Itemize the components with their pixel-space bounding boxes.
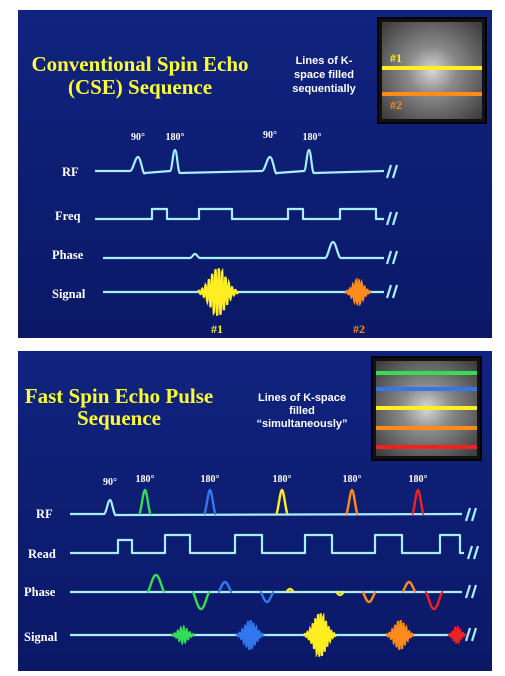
cse-freq-trace (95, 207, 384, 221)
cse-rf-label: RF (62, 165, 79, 179)
fse-rf-label: RF (36, 507, 53, 521)
fse-panel: Fast Spin Echo Pulse Sequence Lines of K… (0, 345, 505, 671)
cse-kspace-label-1: #1 (390, 51, 402, 65)
cse-phase-label: Phase (52, 248, 84, 262)
fse-rf-180-yellow (274, 488, 290, 516)
fse-read-trace (70, 533, 464, 555)
cse-pulse-label-1: 90° (131, 132, 145, 143)
fse-phase-blip-orange (361, 590, 377, 604)
fse-kspace-line-orange (376, 426, 477, 430)
fse-pulse-label-4: 180° (273, 474, 292, 485)
fse-rf-180-orange (344, 488, 360, 516)
cse-title-line1: Conventional Spin Echo (31, 52, 248, 76)
cse-phase-break (385, 250, 399, 265)
cse-note-line2: space filled (294, 69, 354, 81)
fse-kspace-line-yellow (376, 406, 477, 410)
fse-rf-break (464, 507, 478, 522)
fse-pulse-label-2: 180° (136, 474, 155, 485)
cse-signal-label: Signal (52, 287, 86, 301)
cse-signal-break (385, 284, 399, 299)
cse-note-line1: Lines of K- (296, 55, 353, 67)
fse-kspace-line-blue (376, 387, 477, 391)
cse-note-line3: sequentially (292, 83, 356, 95)
fse-kspace-line-green (376, 371, 477, 375)
fse-echo-yellow (303, 612, 337, 658)
fse-phase-rewind-green (191, 590, 211, 611)
fse-kspace-image (371, 356, 482, 461)
fse-rf-trace (70, 498, 463, 517)
fse-title-line1: Fast Spin Echo Pulse (25, 384, 213, 408)
cse-panel: Conventional Spin Echo (CSE) Sequence Li… (18, 10, 492, 338)
fse-read-label: Read (28, 547, 56, 561)
cse-diagram: Conventional Spin Echo (CSE) Sequence Li… (18, 10, 492, 338)
cse-kspace-line-1 (382, 66, 482, 70)
fse-phase-blip-green (146, 573, 166, 594)
cse-echo-2 (344, 277, 372, 307)
cse-rf-break (385, 164, 399, 179)
fse-rf-180-green (137, 488, 153, 516)
cse-echo-1 (197, 267, 239, 317)
fse-phase-blip-yellow (285, 587, 295, 594)
fse-phase-blip-blue (217, 580, 233, 594)
fse-note-line1: Lines of K-space (258, 392, 346, 404)
fse-title-line2: Sequence (77, 406, 161, 430)
cse-kspace-line-2 (382, 92, 482, 96)
cse-pulse-label-4: 180° (303, 132, 322, 143)
fse-echo-orange (385, 619, 415, 651)
fse-note-line3: “simultaneously” (256, 418, 347, 430)
fse-phase-label: Phase (24, 585, 56, 599)
fse-phase-rewind-orange (401, 580, 417, 594)
cse-pulse-label-3: 90° (263, 130, 277, 141)
fse-echo-red (447, 625, 467, 645)
cse-title-line2: (CSE) Sequence (68, 75, 212, 99)
fse-rf-180-blue (202, 488, 218, 516)
cse-kspace-label-2: #2 (390, 98, 402, 112)
fse-phase-break (464, 584, 478, 599)
fse-pulse-label-3: 180° (201, 474, 220, 485)
cse-pulse-label-2: 180° (166, 132, 185, 143)
cse-echo-label-1: #1 (211, 322, 223, 336)
fse-diagram: Fast Spin Echo Pulse Sequence Lines of K… (18, 351, 492, 671)
fse-pulse-label-6: 180° (409, 474, 428, 485)
fse-signal-break (464, 627, 478, 642)
cse-phase-trace (103, 240, 384, 260)
cse-freq-break (385, 211, 399, 226)
fse-note-line2: filled (289, 405, 315, 417)
cse-rf-trace (95, 148, 385, 175)
fse-echo-blue (235, 619, 265, 651)
fse-read-break (466, 545, 480, 560)
fse-signal-label: Signal (24, 630, 58, 644)
fse-echo-green (170, 624, 196, 646)
fse-phase-rewind-blue (259, 590, 275, 604)
fse-phase-rewind-yellow (335, 590, 345, 597)
fse-pulse-label-1: 90° (103, 477, 117, 488)
fse-kspace-line-red (376, 445, 477, 449)
fse-rf-180-red (410, 488, 426, 516)
fse-pulse-label-5: 180° (343, 474, 362, 485)
cse-echo-label-2: #2 (353, 322, 365, 336)
cse-freq-label: Freq (55, 209, 81, 223)
cse-kspace-image: #1 #2 (377, 17, 487, 124)
fse-phase-blip-red (424, 590, 444, 611)
